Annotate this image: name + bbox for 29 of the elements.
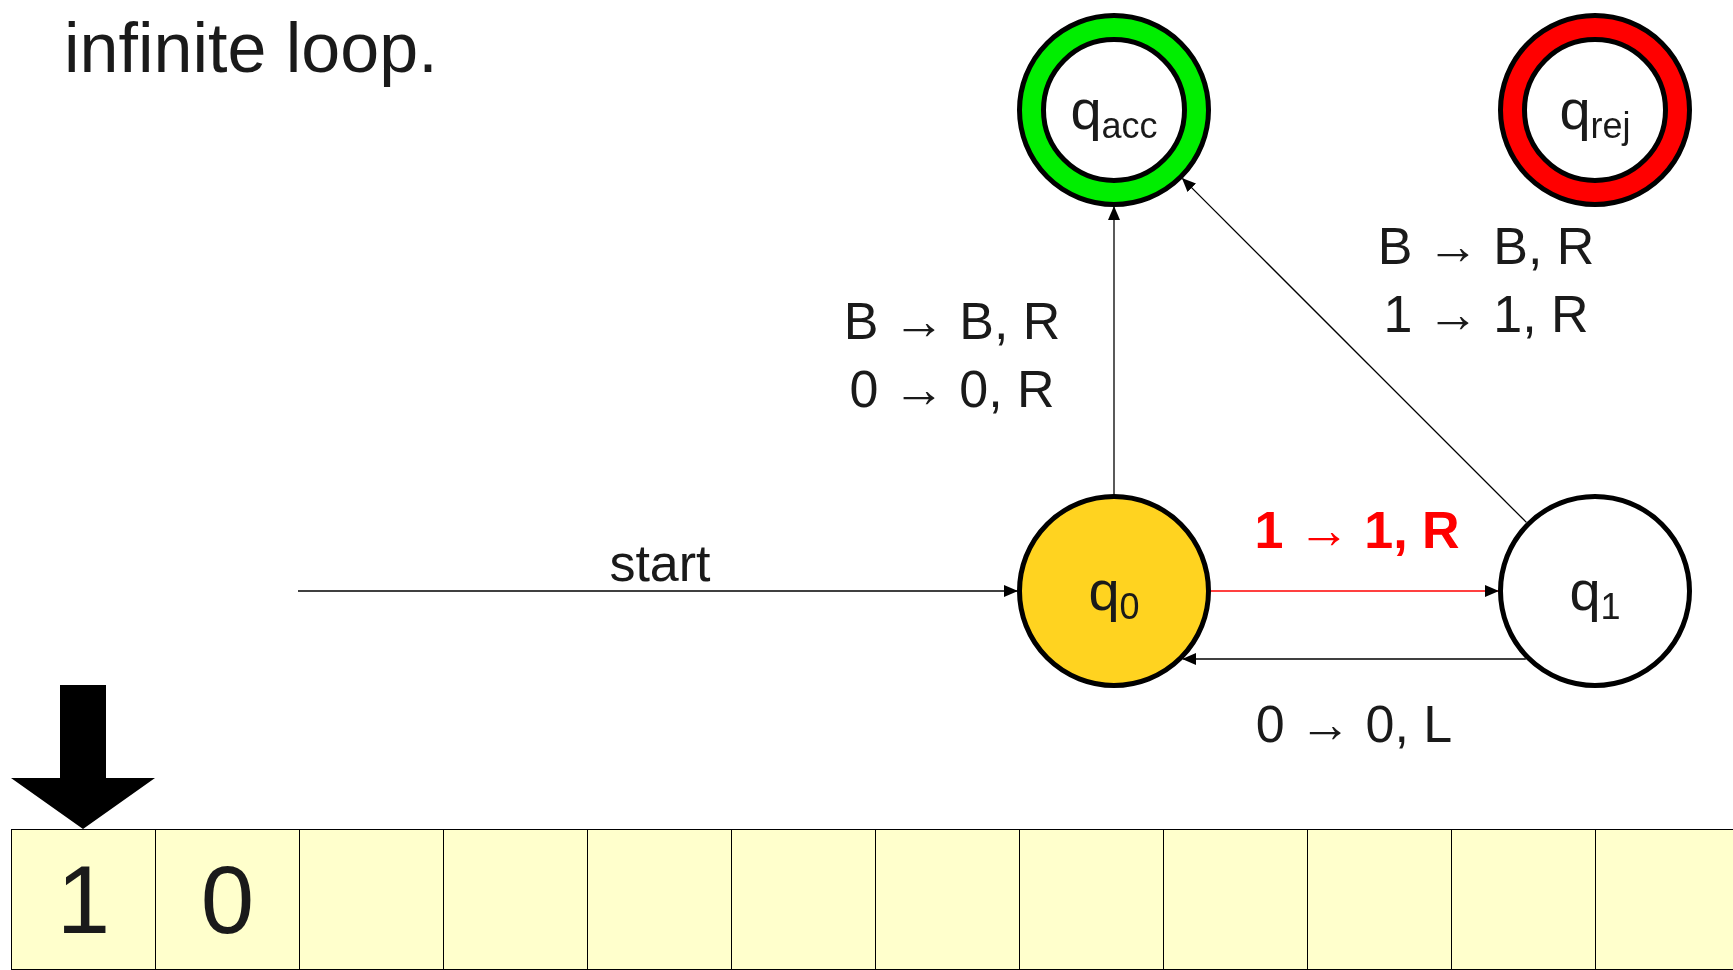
arrow bbox=[1108, 206, 1120, 495]
tape-cell bbox=[443, 829, 588, 970]
edge-label: 1 → 1, R bbox=[1253, 500, 1461, 561]
tape-cell bbox=[1163, 829, 1308, 970]
state-name: q$_{acc}$ bbox=[1070, 77, 1158, 148]
state-name: q$_{0}$ bbox=[1088, 558, 1140, 629]
edge-label: B → B, R 1 → 1, R bbox=[1376, 216, 1596, 345]
tape-cell bbox=[587, 829, 732, 970]
arrow bbox=[1181, 177, 1528, 524]
tape-cell bbox=[155, 829, 300, 970]
tape-cell bbox=[11, 829, 156, 970]
tape-cell bbox=[1019, 829, 1164, 970]
tape-cell bbox=[1307, 829, 1452, 970]
edge-label: 0 → 0, L bbox=[1254, 694, 1454, 755]
edge-label: B → B, R 0 → 0, R bbox=[842, 291, 1062, 420]
arrow bbox=[297, 585, 1018, 597]
tape-symbol: 1 bbox=[56, 851, 111, 948]
state-name: q$_{1}$ bbox=[1569, 558, 1621, 629]
tape-cell bbox=[299, 829, 444, 970]
tape-symbol: 0 bbox=[200, 851, 255, 948]
arrow bbox=[1182, 653, 1527, 665]
tape-cell bbox=[731, 829, 876, 970]
heading-text: infinite loop. bbox=[64, 8, 438, 89]
tape-cell bbox=[1451, 829, 1596, 970]
arrow bbox=[1210, 585, 1499, 597]
tape-cell bbox=[1595, 829, 1733, 970]
state-name: q$_{rej}$ bbox=[1559, 77, 1631, 148]
edge-label: start bbox=[608, 533, 712, 594]
tape-cell bbox=[875, 829, 1020, 970]
